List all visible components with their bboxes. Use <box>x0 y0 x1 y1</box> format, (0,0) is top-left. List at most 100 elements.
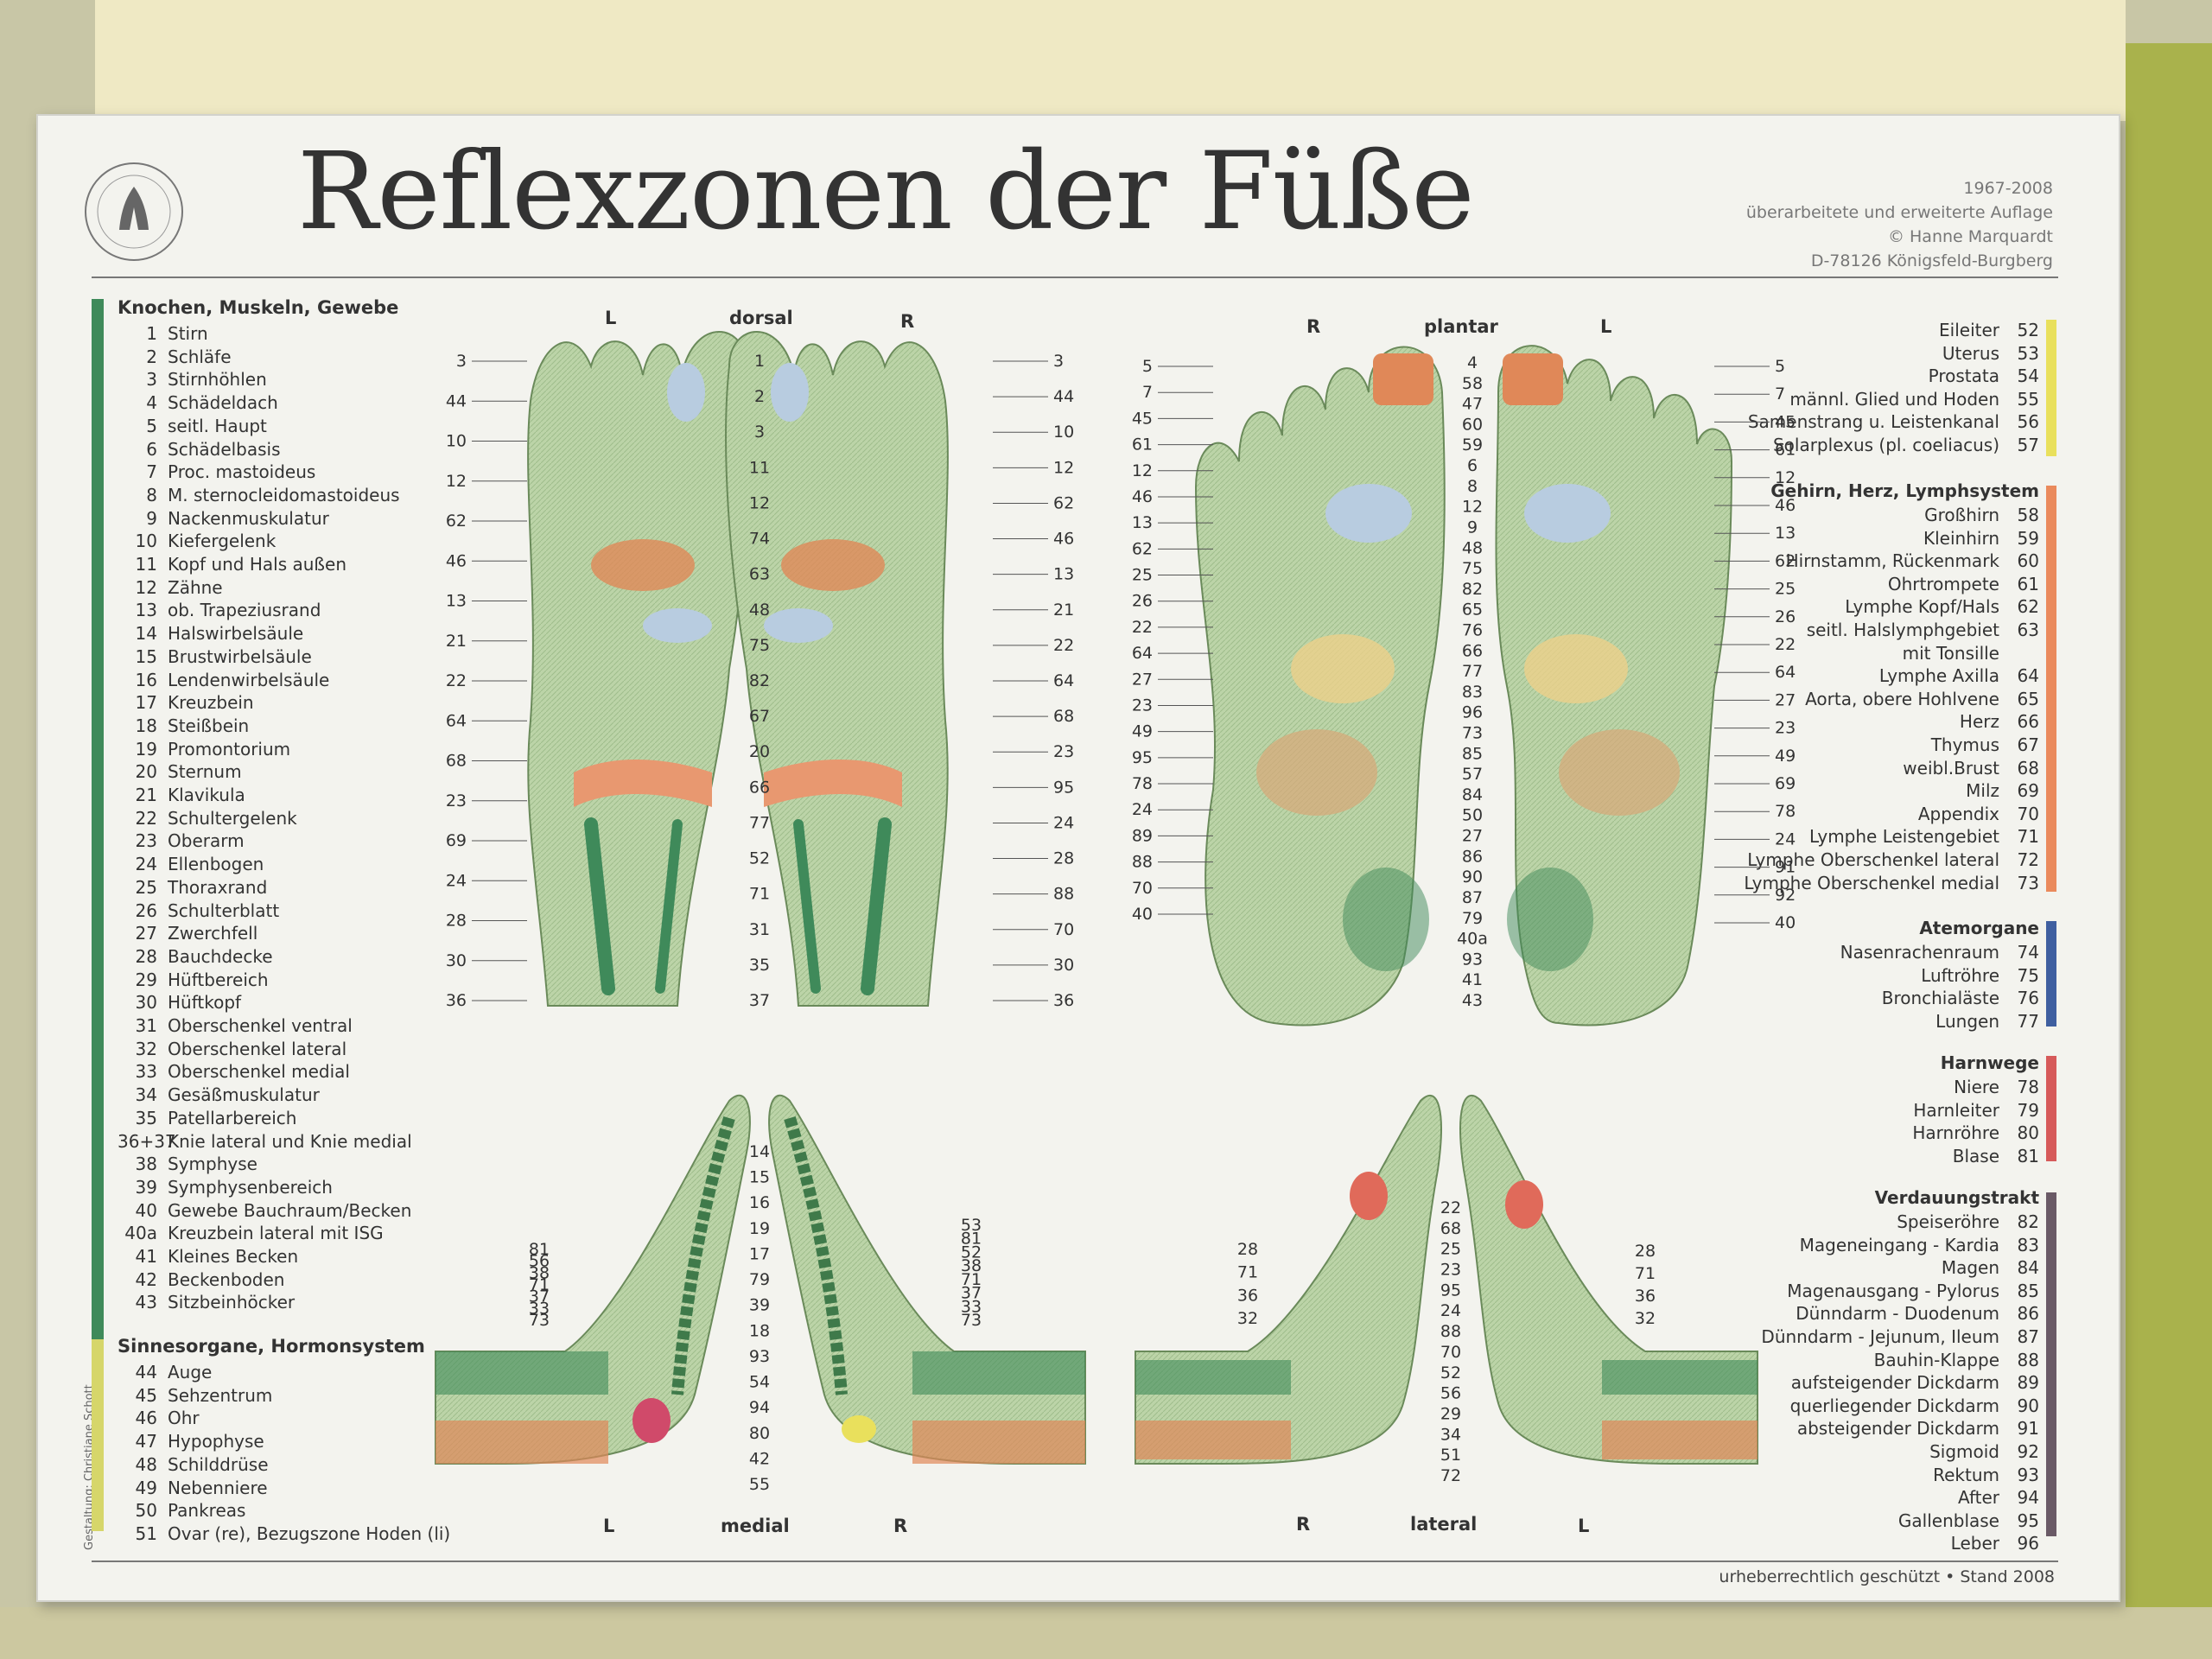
callout-number: 83 <box>1462 683 1483 702</box>
legend-color-bar-verdauung <box>2046 1192 2056 1536</box>
legend-item-label: Thoraxrand <box>168 876 268 898</box>
callout-number: 26 <box>1132 592 1153 611</box>
medial-right-label: R <box>893 1516 908 1536</box>
callout-number: 40 <box>1775 913 1796 932</box>
callout-number: 85 <box>1462 744 1483 763</box>
legend-item-number: 8 <box>146 484 157 505</box>
medial-right-foot <box>768 1094 1086 1465</box>
callout-number: 75 <box>749 636 770 655</box>
legend-item-number: 43 <box>135 1292 157 1313</box>
callout-number: 25 <box>1132 566 1153 585</box>
callout-number: 65 <box>1462 601 1483 620</box>
callout-number: 40a <box>1457 930 1488 949</box>
callout-number: 95 <box>1132 748 1153 767</box>
legend-color-bar-eileiter <box>2046 320 2056 456</box>
legend-item-number: 60 <box>2017 550 2039 572</box>
legend-item-label: Harnröhre <box>1912 1122 1999 1144</box>
callout-number: 41 <box>1462 970 1483 989</box>
callout-number: 79 <box>749 1270 770 1289</box>
legend-item-label: Thymus <box>1930 734 1999 755</box>
legend-item-label: Zwerchfell <box>168 923 258 944</box>
legend-item-label: Ovar (re), Bezugszone Hoden (li) <box>168 1522 451 1544</box>
legend-item: 36+37Knie lateral und Knie medial <box>118 1131 412 1152</box>
callout-number: 36 <box>1635 1287 1656 1306</box>
legend-item-label: Zähne <box>168 576 223 598</box>
legend-item-label: Stirnhöhlen <box>168 369 267 391</box>
callout-number: 71 <box>1237 1263 1258 1282</box>
callout-number: 93 <box>1462 950 1483 969</box>
dorsal-left-label: L <box>605 308 617 328</box>
callout-number: 30 <box>1053 956 1074 975</box>
callout-number: 12 <box>1462 498 1483 517</box>
legend-item-number: 89 <box>2017 1372 2039 1394</box>
callout-number: 71 <box>961 1270 982 1289</box>
legend-item-label: Bronchialäste <box>1881 988 1999 1009</box>
callout-number: 58 <box>1462 374 1483 393</box>
legend-item-label: Oberschenkel ventral <box>168 1015 353 1036</box>
callout-number: 62 <box>1053 493 1074 512</box>
callout-number: 70 <box>1440 1343 1461 1362</box>
legend-item-label: Sternum <box>168 761 242 783</box>
legend-item-label: seitl. Halslymphgebiet <box>1806 620 1999 640</box>
callout-number: 92 <box>1775 886 1796 905</box>
lateral-left-foot <box>1459 1095 1758 1465</box>
callout-number: 36 <box>1237 1286 1258 1305</box>
legend-item-label: Hirnstamm, Rückenmark <box>1785 550 1999 572</box>
legend-item-number: 40a <box>124 1223 157 1244</box>
callout-number: 62 <box>446 512 467 531</box>
publisher-years: 1967-2008 <box>1963 179 2053 198</box>
legend-item-number: 38 <box>135 1154 157 1175</box>
legend-item-number: 96 <box>2017 1533 2039 1554</box>
callout-number: 22 <box>1775 635 1796 654</box>
legend-item-number: 95 <box>2017 1510 2039 1531</box>
legend-item-number: 94 <box>2017 1487 2039 1509</box>
legend-item-label: Nasenrachenraum <box>1840 942 1999 963</box>
callout-number: 5 <box>1142 357 1153 376</box>
praying-hands-logo-icon <box>85 162 183 261</box>
legend-item-label: Luftröhre <box>1921 964 1999 986</box>
legend-item-number: 93 <box>2017 1464 2039 1485</box>
lateral-left-label: R <box>1296 1514 1311 1535</box>
legend-item-label: Symphyse <box>168 1154 257 1175</box>
callout-number: 15 <box>749 1168 770 1187</box>
legend-item: 38 Symphyse <box>118 1154 257 1174</box>
callout-number: 46 <box>1775 496 1796 515</box>
callout-number: 17 <box>749 1244 770 1263</box>
legend-item-label: Beckenboden <box>168 1268 285 1290</box>
legend-item-number: 91 <box>2017 1418 2039 1440</box>
legend-item-number: 23 <box>135 830 157 852</box>
callout-number: 46 <box>1132 487 1153 506</box>
legend-item-number: 20 <box>135 761 157 783</box>
callout-number: 44 <box>1053 387 1074 406</box>
legend-item-number: 13 <box>135 600 157 621</box>
callout-number: 12 <box>446 472 467 491</box>
legend-item-label: Magen <box>1941 1257 1999 1279</box>
legend-color-bar-gehirn <box>2046 486 2056 892</box>
callout-number: 71 <box>529 1275 550 1294</box>
legend-heading-gehirn: Gehirn, Herz, Lymphsystem <box>1770 480 2039 501</box>
legend-item-label: Speiseröhre <box>1897 1211 1999 1232</box>
legend-item-label: Uterus <box>1942 342 1999 364</box>
callout-number: 49 <box>1775 747 1796 766</box>
legend-item-number: 39 <box>135 1176 157 1198</box>
